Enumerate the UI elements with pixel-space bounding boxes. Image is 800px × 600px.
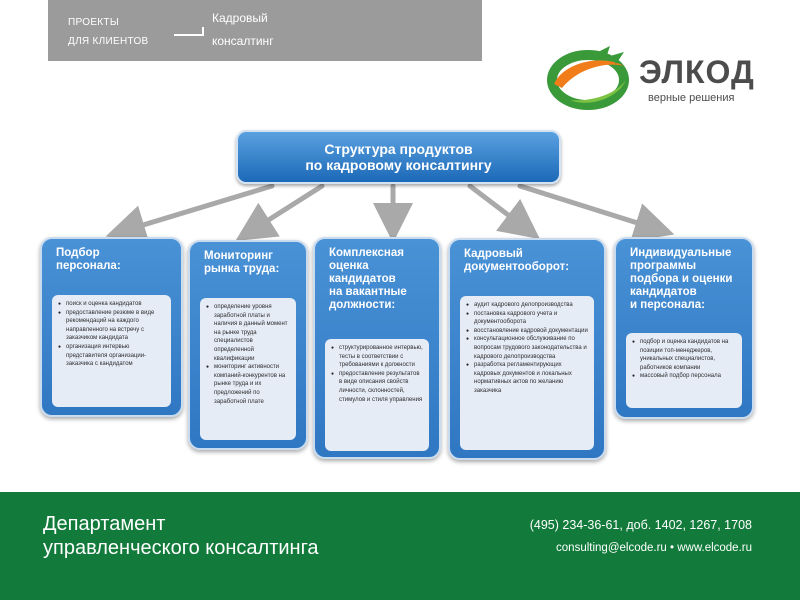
card-items: аудит кадрового делопроизводства постано… — [460, 296, 594, 450]
department-line-1: Департамент — [43, 513, 166, 535]
list-item: мониторинг активности компаний-конкурент… — [206, 363, 291, 406]
card-title-line: и персонала: — [630, 299, 705, 311]
contact-links: consulting@elcode.ru • www.elcode.ru — [556, 542, 752, 554]
list-item: массовый подбор персонала — [632, 372, 737, 381]
card-title-line: Подбор — [56, 247, 100, 259]
card-items: структурированное интервью, тесты в соот… — [325, 339, 429, 451]
category-card-recruitment: Подбор персонала: поиск и оценка кандида… — [40, 237, 183, 417]
card-title-line: рынка труда: — [204, 263, 280, 275]
category-card-labor-market: Мониторинг рынка труда: определение уров… — [188, 240, 308, 450]
card-title-line: персонала: — [56, 260, 121, 272]
card-title-line: документооборот: — [464, 261, 570, 273]
card-title: Подбор персонала: — [56, 247, 175, 273]
header-block: ПРОЕКТЫ ДЛЯ КЛИЕНТОВ Кадровый консалтинг — [48, 0, 482, 61]
header-connector-tick — [202, 27, 204, 36]
list-item: консультационное обслуживание по вопроса… — [466, 335, 589, 361]
card-title-line: должности: — [329, 299, 396, 311]
projects-line-1: ПРОЕКТЫ — [68, 17, 119, 28]
card-title-line: Индивидуальные — [630, 247, 732, 259]
diagram-title-line-1: Структура продуктов — [324, 141, 473, 157]
card-title-line: программы — [630, 260, 697, 272]
list-item: поиск и оценка кандидатов — [58, 300, 166, 309]
department-name: Департамент управленческого консалтинга — [43, 512, 319, 560]
card-title-line: Кадровый — [464, 248, 523, 260]
card-title-line: оценка — [329, 260, 369, 272]
card-title: Комплексная оценка кандидатов на вакантн… — [329, 247, 433, 312]
arrow-to-card-5 — [517, 183, 675, 242]
arrow-to-card-4 — [467, 183, 540, 240]
list-item: предоставление резюме в виде рекомендаци… — [58, 309, 166, 343]
card-title-line: кандидатов — [329, 273, 396, 285]
card-title-line: подбора и оценки — [630, 273, 733, 285]
arrow-to-card-2 — [235, 183, 325, 242]
diagram-title: Структура продуктов по кадровому консалт… — [236, 130, 561, 184]
company-logo: ЭЛКОД верные решения — [540, 44, 760, 114]
list-item: структурированное интервью, тесты в соот… — [331, 344, 424, 370]
list-item: определение уровня заработной платы и на… — [206, 303, 291, 363]
logo-mark-icon — [547, 46, 629, 110]
department-line-2: управленческого консалтинга — [43, 537, 319, 559]
card-items: поиск и оценка кандидатов предоставление… — [52, 295, 171, 407]
card-items: подбор и оценка кандидатов на позиции то… — [626, 333, 742, 408]
list-item: аудит кадрового делопроизводства — [466, 301, 589, 310]
category-card-individual-programs: Индивидуальные программы подбора и оценк… — [614, 237, 754, 419]
list-item: восстановление кадровой документации — [466, 327, 589, 336]
projects-label: ПРОЕКТЫ ДЛЯ КЛИЕНТОВ — [68, 13, 149, 51]
list-item: подбор и оценка кандидатов на позиции то… — [632, 338, 737, 372]
card-title: Индивидуальные программы подбора и оценк… — [630, 247, 746, 312]
topic-line-2: консалтинг — [212, 34, 274, 48]
topic-line-1: Кадровый — [212, 11, 268, 25]
projects-line-2: ДЛЯ КЛИЕНТОВ — [68, 36, 149, 47]
logo-tagline: верные решения — [648, 92, 735, 104]
list-item: разработка регламентирующих кадровых док… — [466, 361, 589, 395]
list-item: постановка кадрового учета и документооб… — [466, 310, 589, 327]
card-items: определение уровня заработной платы и на… — [200, 298, 296, 440]
category-card-assessment: Комплексная оценка кандидатов на вакантн… — [313, 237, 441, 459]
diagram-title-line-2: по кадровому консалтингу — [305, 157, 492, 173]
card-title-line: кандидатов — [630, 286, 697, 298]
card-title-line: Мониторинг — [204, 250, 273, 262]
section-topic: Кадровый консалтинг — [212, 7, 274, 53]
header-connector-line — [174, 34, 203, 36]
card-title-line: на вакантные — [329, 286, 407, 298]
footer-bar: Департамент управленческого консалтинга … — [0, 492, 800, 600]
phone-numbers: (495) 234-36-61, доб. 1402, 1267, 1708 — [529, 518, 752, 532]
logo-wordmark: ЭЛКОД — [639, 54, 755, 90]
card-title: Мониторинг рынка труда: — [204, 250, 300, 276]
card-title-line: Комплексная — [329, 247, 404, 259]
card-title: Кадровый документооборот: — [464, 248, 598, 274]
list-item: организация интервью представителя орган… — [58, 343, 166, 369]
arrow-to-card-1 — [105, 183, 275, 244]
category-card-hr-documents: Кадровый документооборот: аудит кадровог… — [448, 238, 606, 460]
list-item: предоставление результатов в виде описан… — [331, 370, 424, 404]
